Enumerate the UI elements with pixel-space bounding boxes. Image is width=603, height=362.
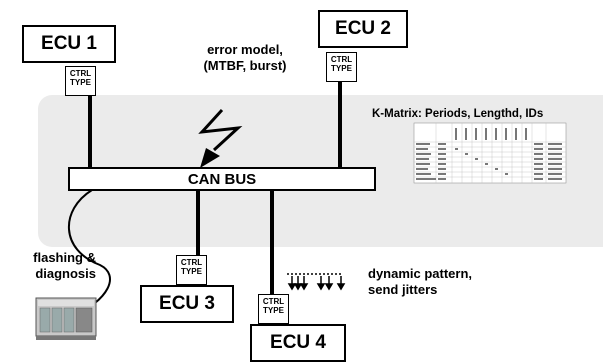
ecu2-ctrl-type: CTRL TYPE bbox=[326, 52, 357, 82]
ecu3-box: ECU 3 bbox=[140, 285, 234, 323]
ecu4-ctrl-type: CTRL TYPE bbox=[258, 294, 289, 324]
ecu1-ctrl-type: CTRL TYPE bbox=[65, 66, 96, 96]
error-model-label: error model, (MTBF, burst) bbox=[203, 42, 287, 73]
flashing-diagnosis-label: flashing & diagnosis bbox=[33, 250, 96, 281]
ecu4-label: ECU 4 bbox=[270, 332, 326, 353]
kmatrix-title: K-Matrix: Periods, Lengthd, IDs bbox=[372, 108, 544, 120]
ecu3-ctrl-type: CTRL TYPE bbox=[176, 255, 207, 285]
ecu3-label: ECU 3 bbox=[159, 293, 215, 314]
ecu1-box: ECU 1 bbox=[22, 25, 116, 63]
kmatrix-table bbox=[413, 122, 567, 184]
can-bus-label: CAN BUS bbox=[187, 170, 257, 188]
ecu2-label: ECU 2 bbox=[335, 18, 391, 39]
lightning-arrowhead bbox=[200, 148, 220, 168]
diagnosis-cable bbox=[67, 189, 111, 319]
ecu1-label: ECU 1 bbox=[41, 33, 97, 54]
error-lightning bbox=[198, 108, 243, 152]
dynamic-pattern-label: dynamic pattern, send jitters bbox=[368, 266, 473, 297]
ecu2-box: ECU 2 bbox=[318, 10, 408, 48]
ecu4-box: ECU 4 bbox=[250, 324, 346, 362]
diagnosis-device-icon bbox=[35, 297, 97, 340]
dynamic-pattern-arrows bbox=[287, 273, 346, 291]
can-bus: CAN BUS bbox=[68, 167, 376, 191]
